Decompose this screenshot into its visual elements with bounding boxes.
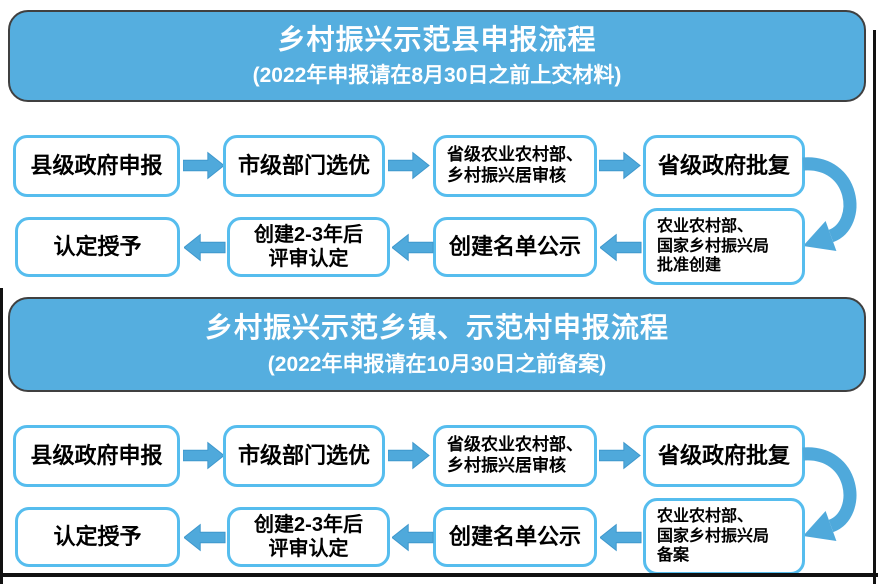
arrow-right-icon (183, 151, 225, 180)
flow-step-award: 认定授予 (15, 507, 180, 567)
flow-step-national-approve: 农业农村部、 国家乡村振兴局 批准创建 (643, 208, 805, 285)
flow-step-list-publicity: 创建名单公示 (433, 507, 597, 567)
flow-step-list-publicity: 创建名单公示 (433, 217, 597, 277)
flow-step-county-apply: 县级政府申报 (13, 425, 180, 487)
arrow-left-icon (392, 233, 434, 262)
flow-step-review-after: 创建2-3年后 评审认定 (227, 217, 390, 277)
arrow-right-icon (388, 441, 430, 470)
township-flow-banner: 乡村振兴示范乡镇、示范村申报流程 (2022年申报请在10月30日之前备案) (8, 297, 866, 392)
arrow-left-icon (600, 523, 642, 552)
flow-step-review-after: 创建2-3年后 评审认定 (227, 507, 390, 567)
curved-arrow-icon (797, 440, 877, 548)
frame-line-left (0, 288, 3, 584)
flow-step-province-review: 省级农业农村部、 乡村振兴居审核 (433, 135, 597, 197)
flow-step-award: 认定授予 (15, 217, 180, 277)
county-flow-deadline: (2022年申报请在8月30日之前上交材料) (252, 64, 622, 88)
arrow-right-icon (599, 441, 641, 470)
arrow-right-icon (183, 441, 225, 470)
arrow-left-icon (392, 523, 434, 552)
frame-line-right (873, 30, 876, 584)
arrow-left-icon (184, 233, 226, 262)
flow-step-city-select: 市级部门选优 (223, 425, 385, 487)
flow-step-county-apply: 县级政府申报 (13, 135, 180, 197)
flow-step-province-review: 省级农业农村部、 乡村振兴居审核 (433, 425, 597, 487)
county-flow-banner: 乡村振兴示范县申报流程 (2022年申报请在8月30日之前上交材料) (8, 10, 866, 102)
township-flow-title: 乡村振兴示范乡镇、示范村申报流程 (204, 312, 669, 344)
frame-line-bottom (0, 573, 878, 577)
flow-step-city-select: 市级部门选优 (223, 135, 385, 197)
arrow-left-icon (184, 523, 226, 552)
township-flow-deadline: (2022年申报请在10月30日之前备案) (267, 352, 607, 376)
county-flow-title: 乡村振兴示范县申报流程 (277, 23, 597, 55)
flow-step-national-record: 农业农村部、 国家乡村振兴局 备案 (643, 498, 805, 575)
curved-arrow-icon (797, 150, 877, 258)
arrow-left-icon (600, 233, 642, 262)
flow-step-province-approve: 省级政府批复 (643, 135, 805, 197)
arrow-right-icon (388, 151, 430, 180)
flow-step-province-approve: 省级政府批复 (643, 425, 805, 487)
arrow-right-icon (599, 151, 641, 180)
